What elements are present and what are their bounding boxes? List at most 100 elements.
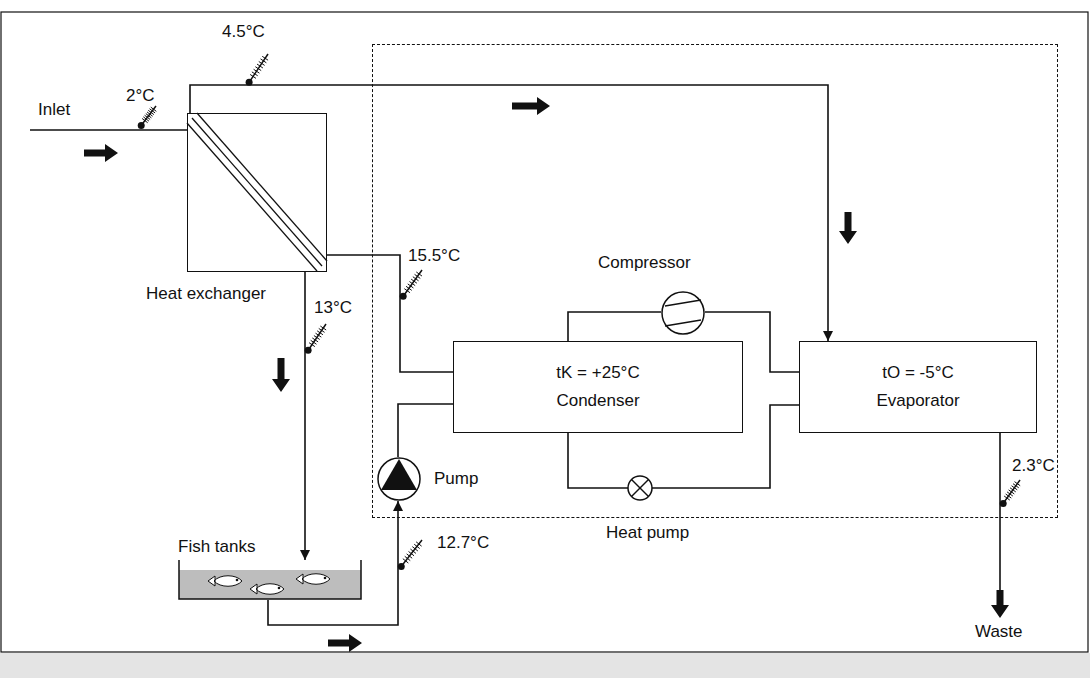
thermometer-tick bbox=[259, 62, 265, 66]
thermometer-tick bbox=[320, 326, 326, 330]
thermometer-tick bbox=[413, 277, 419, 281]
thermometer-tick bbox=[407, 554, 413, 558]
temperature-label: 13°C bbox=[314, 298, 352, 318]
fish bbox=[250, 584, 284, 595]
thermometer-tick bbox=[309, 343, 315, 347]
thermometer-tick bbox=[312, 338, 318, 342]
pump-triangle bbox=[381, 459, 417, 490]
thermometer-tick bbox=[252, 72, 258, 76]
pipe-connector bbox=[268, 501, 398, 625]
thermometer-tick bbox=[406, 286, 412, 290]
pipe-connector bbox=[568, 312, 661, 341]
thermometer-tick bbox=[414, 544, 420, 548]
expansion-valve bbox=[628, 476, 652, 500]
thermometer-bulb bbox=[1000, 500, 1007, 507]
box-text: Evaporator bbox=[876, 391, 959, 411]
waste-pipe bbox=[999, 432, 1001, 592]
temperature-label: 2.3°C bbox=[1012, 456, 1055, 476]
scan-smudge bbox=[0, 653, 1090, 678]
thermometer-tick bbox=[316, 333, 322, 337]
valve-cross bbox=[632, 480, 649, 497]
thermometer-tick bbox=[261, 59, 267, 63]
thermometer-tick bbox=[262, 56, 268, 60]
tank-wall bbox=[179, 560, 361, 599]
fish-body bbox=[250, 584, 284, 595]
thermometer bbox=[246, 54, 268, 86]
fish-eye bbox=[236, 579, 239, 582]
node-label: Compressor bbox=[598, 253, 691, 273]
thermometer-tick bbox=[257, 64, 263, 68]
flow-arrow bbox=[272, 358, 290, 392]
condenser-box: tK = +25°C Condenser bbox=[453, 341, 743, 433]
pump-outline bbox=[377, 457, 421, 501]
frame bbox=[1, 12, 1088, 652]
thermometer-tick bbox=[250, 74, 256, 78]
compressor-circle bbox=[662, 292, 704, 334]
heat-pump-region: Compressor tK = +25°C Condenser tO = -5°CEv… bbox=[372, 44, 1058, 518]
exchanger-plate bbox=[197, 113, 327, 261]
thermometer-tick bbox=[410, 549, 416, 553]
flow-arrow bbox=[84, 144, 118, 162]
pipe-connector bbox=[304, 272, 306, 560]
thermometer-tick bbox=[415, 274, 421, 278]
comp-outline bbox=[661, 291, 705, 335]
box-text: Condenser bbox=[556, 391, 639, 411]
thermometer bbox=[398, 540, 422, 570]
node-label: Pump bbox=[434, 469, 478, 489]
inlet-label: Inlet bbox=[38, 100, 70, 120]
thermometer-tick bbox=[255, 67, 261, 71]
thermometer-tick bbox=[151, 107, 157, 111]
exchanger-plate bbox=[187, 123, 317, 271]
thermometer-tick bbox=[416, 542, 422, 546]
node-label: Fish tanks bbox=[178, 537, 255, 557]
thermometer bbox=[1000, 480, 1021, 507]
thermometer-tick bbox=[319, 328, 325, 332]
thermometer-tick bbox=[404, 289, 410, 293]
compressor-lines bbox=[665, 300, 701, 326]
tank-water bbox=[179, 570, 361, 599]
heat-exchanger-box: Heat exchanger bbox=[187, 113, 327, 272]
temperature-label: 12.7°C bbox=[437, 533, 489, 553]
thermometer-tick bbox=[405, 556, 411, 560]
thermometer-tick bbox=[317, 331, 323, 335]
valve-circle bbox=[628, 476, 652, 500]
inlet-pipe bbox=[30, 129, 187, 131]
thermometer-tick bbox=[1015, 482, 1021, 486]
thermometer-tick bbox=[409, 551, 415, 555]
thermometer bbox=[138, 106, 157, 129]
node-label: Heat exchanger bbox=[146, 284, 266, 304]
thermometer-tick bbox=[314, 336, 320, 340]
flow-arrow bbox=[839, 212, 857, 244]
thermometer-tick bbox=[409, 282, 415, 286]
exchanger-plate bbox=[192, 118, 322, 266]
fish-eye bbox=[324, 577, 327, 580]
fish-eye bbox=[278, 587, 281, 590]
waste-label: Waste bbox=[975, 622, 1023, 642]
evaporator-box: tO = -5°CEvaporator bbox=[799, 341, 1037, 433]
thermometer-tick bbox=[412, 547, 418, 551]
thermometer-tick bbox=[411, 279, 417, 283]
thermometer bbox=[400, 270, 422, 300]
node-label: Heat pump bbox=[606, 523, 689, 543]
temperature-label: 15.5°C bbox=[408, 246, 460, 266]
tank-outline bbox=[178, 560, 362, 600]
fish bbox=[296, 574, 330, 585]
pump-symbol: Pump bbox=[377, 457, 421, 501]
fish-body bbox=[208, 576, 242, 587]
box-text: tK = +25°C bbox=[556, 363, 639, 383]
fish-tank: Fish tanks bbox=[178, 560, 362, 600]
compressor-symbol: Compressor bbox=[661, 291, 705, 335]
fish-body bbox=[296, 574, 330, 585]
temperature-label: 2°C bbox=[126, 86, 155, 106]
hx-outline bbox=[188, 114, 326, 271]
flow-arrow bbox=[991, 590, 1009, 618]
temperature-label: 4.5°C bbox=[222, 22, 265, 42]
thermometer-bulb bbox=[138, 122, 145, 129]
thermometer-tick bbox=[416, 272, 422, 276]
pump-circle bbox=[378, 458, 420, 500]
thermometer-tick bbox=[254, 69, 260, 73]
